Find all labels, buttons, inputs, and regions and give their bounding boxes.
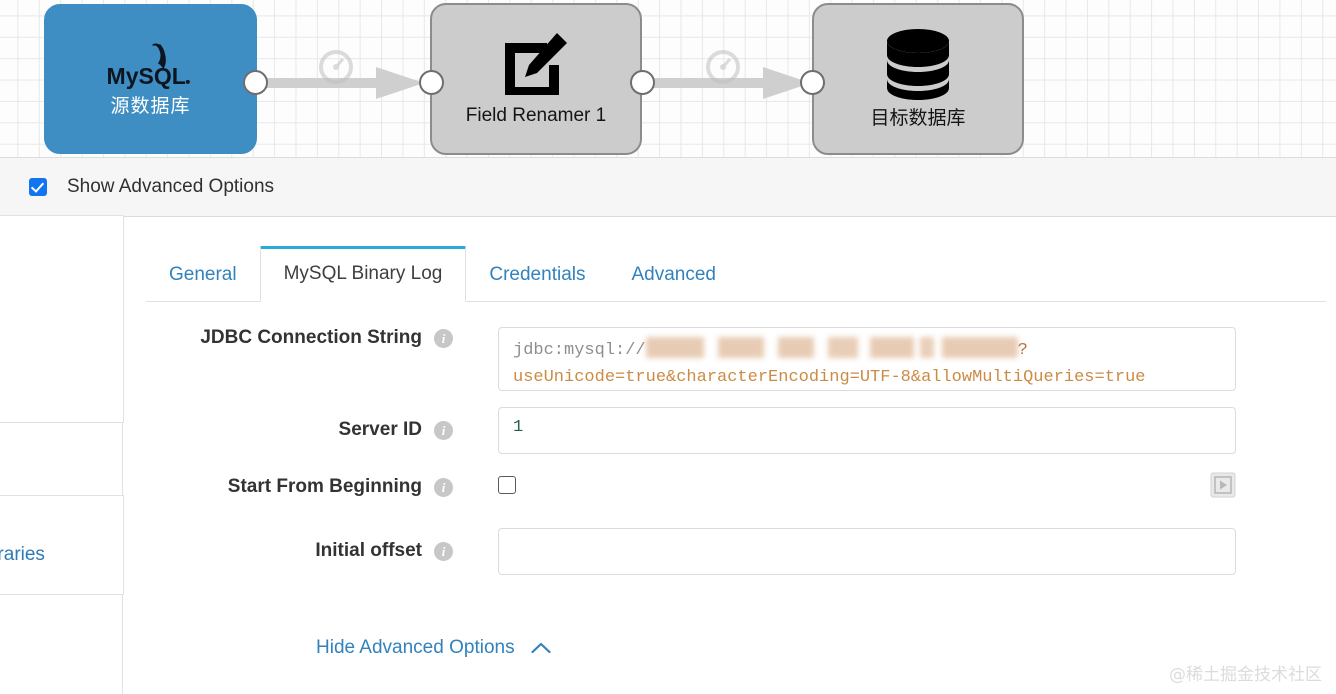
info-icon[interactable]: i xyxy=(434,541,453,561)
jdbc-connection-string-input[interactable]: jdbc:mysql://? useUnicode=true&character… xyxy=(498,327,1236,391)
port-output-source-db[interactable] xyxy=(243,70,268,95)
port-input-field-renamer[interactable] xyxy=(419,70,444,95)
field-label: Start From Beginning xyxy=(227,476,422,497)
main-panel: General MySQL Binary Log Credentials Adv… xyxy=(123,217,1336,694)
field-label: JDBC Connection String xyxy=(200,327,422,348)
sidebar-item-library[interactable]: ary xyxy=(0,215,124,423)
flow-canvas[interactable]: MySQL 源数据库 Field Renamer 1 目标数据库 xyxy=(0,0,1336,157)
flow-node-label: Field Renamer 1 xyxy=(465,105,607,126)
tab-credentials[interactable]: Credentials xyxy=(489,264,586,285)
edit-square-pencil-icon xyxy=(505,33,567,95)
show-advanced-options-label: Show Advanced Options xyxy=(67,176,275,197)
flow-node-field-renamer[interactable]: Field Renamer 1 xyxy=(430,3,642,155)
flow-node-target-db[interactable]: 目标数据库 xyxy=(812,3,1024,155)
gauge-icon xyxy=(706,50,740,84)
show-advanced-options-bar: Show Advanced Options xyxy=(0,157,1336,217)
hide-advanced-options-button[interactable]: Hide Advanced Options xyxy=(316,637,551,659)
field-label: Server ID xyxy=(338,419,422,440)
tab-general[interactable]: General xyxy=(169,264,237,285)
field-control-wrap: 1 xyxy=(498,407,1236,454)
play-button-icon[interactable] xyxy=(1210,472,1236,498)
field-label: Initial offset xyxy=(315,540,422,561)
show-advanced-options-checkbox[interactable] xyxy=(29,178,47,196)
sidebar-item-external-libraries[interactable]: al Libraries xyxy=(0,495,124,595)
jdbc-query-params-text: useUnicode=true&characterEncoding=UTF-8&… xyxy=(513,368,1146,387)
sidebar-item-label: al Libraries xyxy=(0,544,45,565)
start-from-beginning-checkbox[interactable] xyxy=(498,476,516,494)
field-row-server-id: Server ID i 1 xyxy=(123,407,1336,454)
field-label-wrap: Start From Beginning i xyxy=(123,476,453,498)
server-id-input[interactable]: 1 xyxy=(498,407,1236,454)
hide-advanced-options-label: Hide Advanced Options xyxy=(316,637,515,658)
info-icon[interactable]: i xyxy=(434,420,453,440)
field-row-jdbc-connection-string: JDBC Connection String i jdbc:mysql://? … xyxy=(123,327,1336,391)
tab-mysql-binary-log[interactable]: MySQL Binary Log xyxy=(259,246,467,302)
field-label-wrap: Initial offset i xyxy=(123,528,453,562)
tab-bar: General MySQL Binary Log Credentials Adv… xyxy=(146,234,1326,302)
info-icon[interactable]: i xyxy=(434,477,453,497)
field-row-start-from-beginning: Start From Beginning i xyxy=(123,472,1336,498)
initial-offset-input[interactable] xyxy=(498,528,1236,575)
info-icon[interactable]: i xyxy=(434,328,453,348)
svg-text:MySQL: MySQL xyxy=(106,63,185,89)
field-label-wrap: Server ID i xyxy=(123,407,453,441)
flow-node-label: 目标数据库 xyxy=(870,108,966,129)
field-label-wrap: JDBC Connection String i xyxy=(123,327,453,349)
jdbc-query-delimiter: ? xyxy=(1017,341,1028,360)
gauge-icon xyxy=(319,50,353,84)
chevron-up-icon xyxy=(530,642,551,654)
flow-node-label: 源数据库 xyxy=(110,96,191,117)
port-output-field-renamer[interactable] xyxy=(630,70,655,95)
field-control-wrap xyxy=(498,472,1236,498)
port-input-target-db[interactable] xyxy=(800,70,825,95)
flow-node-source-db[interactable]: MySQL 源数据库 xyxy=(44,4,257,154)
field-row-initial-offset: Initial offset i xyxy=(123,528,1336,575)
tab-advanced[interactable]: Advanced xyxy=(631,264,716,285)
mysql-logo-icon: MySQL xyxy=(106,43,190,89)
sidebar: ary uration al Libraries xyxy=(0,215,124,694)
page-body: ary uration al Libraries General MySQL B… xyxy=(0,215,1336,694)
field-control-wrap: jdbc:mysql://? useUnicode=true&character… xyxy=(498,327,1236,391)
settings-form: JDBC Connection String i jdbc:mysql://? … xyxy=(123,327,1336,589)
jdbc-prefix-text: jdbc:mysql:// xyxy=(513,341,646,360)
field-control-wrap xyxy=(498,528,1236,575)
database-cylinder-icon xyxy=(887,29,949,100)
watermark: @稀土掘金技术社区 xyxy=(1169,665,1322,685)
jdbc-redacted-host-segment xyxy=(645,337,1018,358)
